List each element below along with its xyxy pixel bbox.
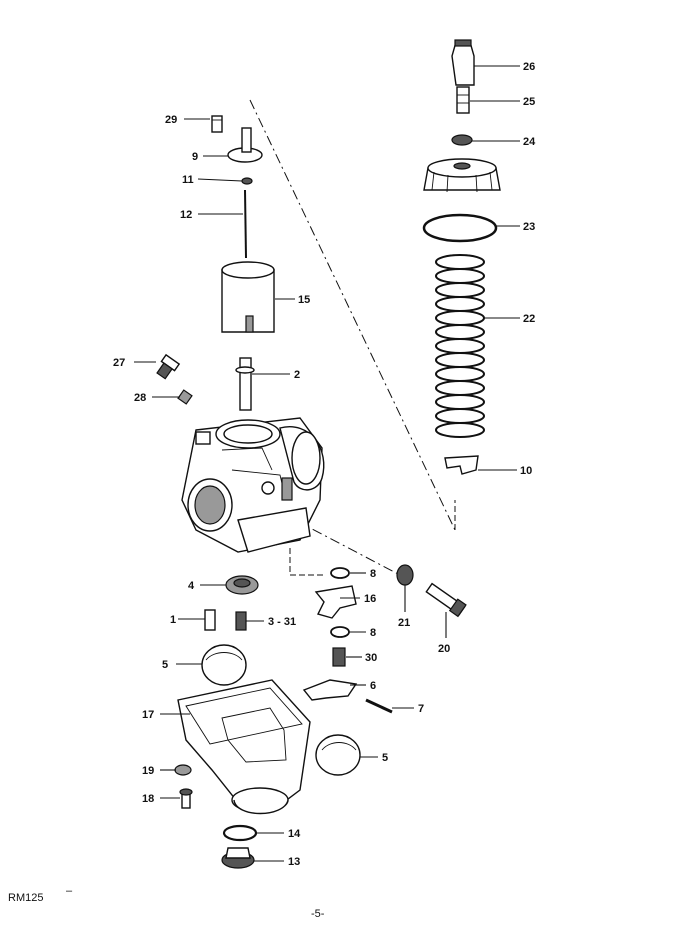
part-23-mixing-chamber-cap xyxy=(423,158,501,193)
part-20-throttle-stop-screw xyxy=(425,582,467,618)
label-16: 16 xyxy=(364,593,376,605)
part-3-31-main-jet xyxy=(235,611,247,631)
label-14: 14 xyxy=(288,828,301,840)
label-28: 28 xyxy=(134,392,146,404)
label-7: 7 xyxy=(418,703,424,715)
part-28-air-screw-spring xyxy=(177,389,193,405)
part-1-pilot-jet xyxy=(204,609,216,631)
part-4-jet-holder xyxy=(225,575,259,595)
part-10-spring-seat xyxy=(444,455,479,475)
part-15-throttle-slide xyxy=(221,261,275,333)
label-4: 4 xyxy=(188,580,195,592)
part-6-float-arm xyxy=(302,679,358,701)
label-29: 29 xyxy=(165,114,177,126)
label-2: 2 xyxy=(294,369,300,381)
part-8-o-ring-upper xyxy=(330,567,350,579)
label-6: 6 xyxy=(370,680,376,692)
part-2-needle-jet xyxy=(235,357,255,411)
part-23-cap-gasket xyxy=(422,213,498,243)
carburetor-body xyxy=(181,417,325,553)
label-5-lower: 5 xyxy=(382,752,388,764)
part-9-throttle-plate xyxy=(227,127,263,163)
label-22: 22 xyxy=(523,313,535,325)
label-20: 20 xyxy=(438,643,450,655)
part-16-float-pin-plate xyxy=(314,585,357,619)
part-5-cap-upper xyxy=(201,644,247,686)
page-number: -5- xyxy=(311,908,325,920)
part-8-o-ring-lower xyxy=(330,626,350,638)
label-21: 21 xyxy=(398,617,410,629)
label-11: 11 xyxy=(182,174,194,186)
label-17: 17 xyxy=(142,709,154,721)
leader-lines xyxy=(134,65,520,862)
part-30-needle-valve xyxy=(332,647,346,667)
part-11-needle-clip xyxy=(241,177,253,185)
part-5-cap-lower xyxy=(315,734,361,776)
assembly-guide-lines xyxy=(249,99,456,576)
part-19-drain-plug xyxy=(174,764,192,776)
label-24: 24 xyxy=(523,136,536,148)
label-8-upper: 8 xyxy=(370,568,376,580)
label-15: 15 xyxy=(298,294,310,306)
part-12-jet-needle xyxy=(244,189,247,259)
label-27: 27 xyxy=(113,357,125,369)
part-22-throttle-spring xyxy=(435,254,485,438)
part-24-lock-nut xyxy=(451,134,473,146)
label-12: 12 xyxy=(180,209,192,221)
label-25: 25 xyxy=(523,96,535,108)
label-30: 30 xyxy=(365,652,377,664)
footer-dash-mark: – xyxy=(66,885,73,897)
label-23: 23 xyxy=(523,221,535,233)
part-27-air-screw xyxy=(156,353,181,380)
label-3-31: 3 - 31 xyxy=(268,616,296,628)
part-7-float-pin xyxy=(365,698,393,714)
label-19: 19 xyxy=(142,765,154,777)
part-26-cable-adjuster-cap xyxy=(451,39,475,86)
part-29-screw xyxy=(211,115,223,133)
part-13-bowl-plug xyxy=(221,847,255,869)
label-1: 1 xyxy=(170,614,176,626)
label-8-lower: 8 xyxy=(370,627,376,639)
label-5-upper: 5 xyxy=(162,659,168,671)
part-17-float-bowl xyxy=(177,679,311,815)
label-9: 9 xyxy=(192,151,198,163)
part-25-adjuster-screw xyxy=(456,86,470,114)
label-26: 26 xyxy=(523,61,535,73)
part-21-plug xyxy=(396,564,414,586)
model-code: RM125 xyxy=(8,892,44,904)
part-18-screw xyxy=(179,788,193,809)
label-18: 18 xyxy=(142,793,154,805)
part-labels: 26 25 24 23 22 10 29 9 11 12 15 27 2 28 … xyxy=(113,61,536,868)
label-13: 13 xyxy=(288,856,300,868)
label-10: 10 xyxy=(520,465,532,477)
part-14-o-ring xyxy=(222,824,258,842)
